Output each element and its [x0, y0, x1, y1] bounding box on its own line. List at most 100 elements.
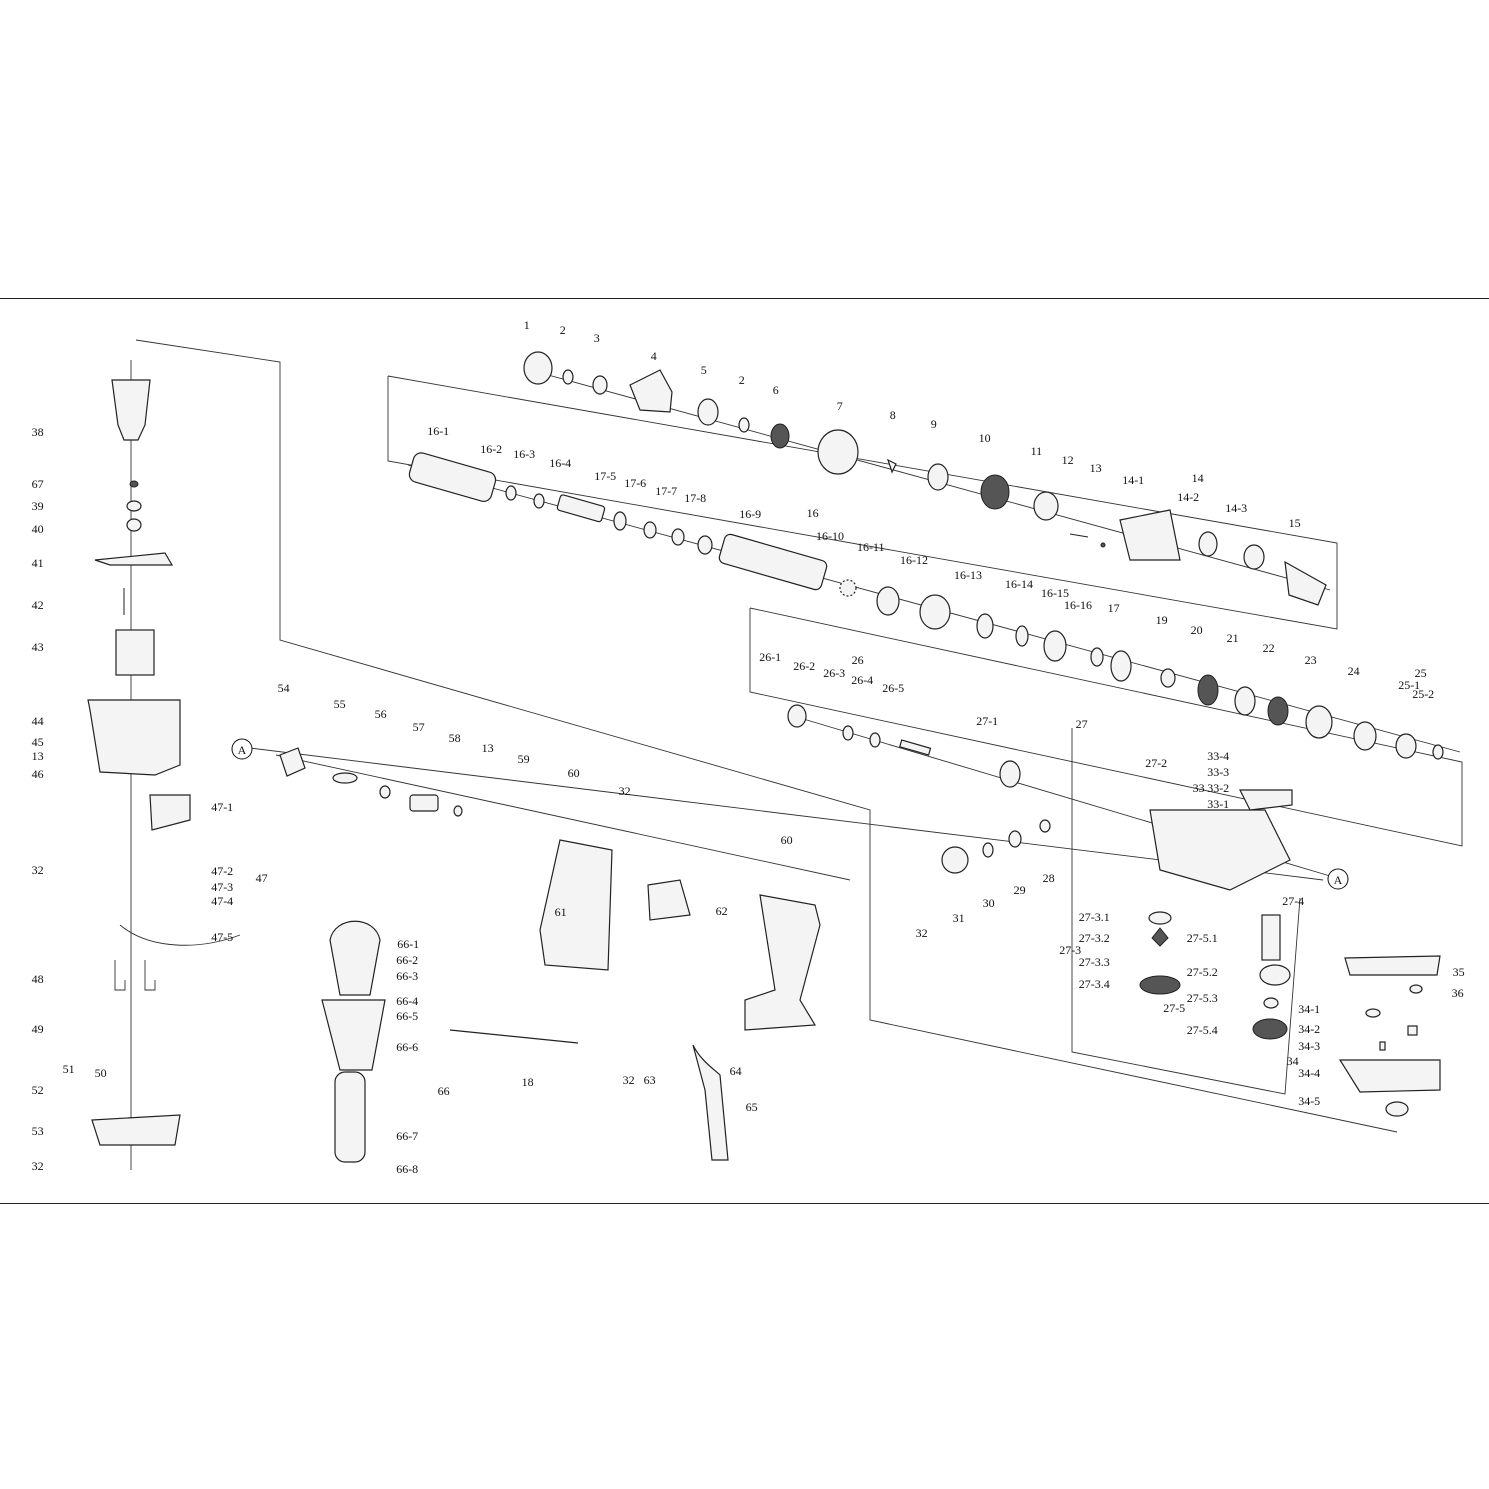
part-label: 14: [1192, 471, 1204, 485]
part-label: 8: [890, 408, 896, 422]
part-43-stator-icon: [115, 629, 155, 676]
part-label: 67: [32, 477, 44, 491]
part-label: 57: [413, 720, 425, 734]
part-label: 47-4: [211, 894, 233, 908]
part-label: 6: [773, 383, 779, 397]
part-label: 66-3: [396, 969, 418, 983]
part-label: 26-1: [759, 650, 781, 664]
callout-a-left: A: [238, 743, 247, 757]
part-label: 47-2: [211, 864, 233, 878]
part-label: 32: [619, 784, 631, 798]
part-label: 1: [524, 318, 530, 332]
part-label: 13: [32, 749, 44, 763]
part-label: 61: [555, 905, 567, 919]
part-label: 20: [1191, 623, 1203, 637]
part-label: 26-3: [823, 666, 845, 680]
part-label: 27-3.2: [1079, 931, 1110, 945]
part-label: 33: [1193, 781, 1205, 795]
part-label: 64: [730, 1064, 742, 1078]
part-label: 42: [32, 598, 44, 612]
part-label: 26-2: [793, 659, 815, 673]
callout-a-right: A: [1334, 873, 1343, 887]
part-44-housing-icon: [87, 699, 181, 776]
callout-markers: A A: [231, 738, 1349, 890]
part-66-aux-handle-clamp-icon: [329, 920, 381, 996]
part-38-armature-icon: [111, 379, 151, 441]
part-label: 33-1: [1207, 797, 1229, 811]
part-label: 35: [1453, 965, 1465, 979]
part-label: 16-14: [1005, 577, 1033, 591]
part-label: 17: [1108, 601, 1120, 615]
part-label: 16-12: [900, 553, 928, 567]
part-label: 66-8: [396, 1162, 418, 1176]
part-label: 34-3: [1298, 1039, 1320, 1053]
part-label: 4: [651, 349, 657, 363]
part-label: 66-6: [396, 1040, 418, 1054]
part-label: 58: [449, 731, 461, 745]
part-label: 16-9: [739, 507, 761, 521]
part-label: 25: [1415, 666, 1427, 680]
part-27-2-gearbox-icon: [1149, 809, 1291, 891]
part-label: 16-1: [427, 424, 449, 438]
part-label: 16-10: [816, 529, 844, 543]
part-label: 34-4: [1298, 1066, 1320, 1080]
part-label: 9: [931, 417, 937, 431]
part-label: 16-3: [513, 447, 535, 461]
part-66-7-grip-icon: [334, 1071, 366, 1163]
part-label: 51: [63, 1062, 75, 1076]
part-label: 27-1: [976, 714, 998, 728]
part-label: 34: [1287, 1054, 1299, 1068]
part-label: 13: [482, 741, 494, 755]
part-14-1-icon: [1119, 509, 1181, 561]
part-label: 31: [953, 911, 965, 925]
part-label: 17-8: [684, 491, 706, 505]
part-34-4-cover-icon: [1338, 1059, 1441, 1093]
part-label: 32: [32, 863, 44, 877]
part-label: 18: [522, 1075, 534, 1089]
assembly-axes: [130, 360, 1461, 1170]
part-label: 62: [716, 904, 728, 918]
part-label: 26-4: [851, 673, 873, 687]
part-label: 39: [32, 499, 44, 513]
part-label: 34-5: [1298, 1094, 1320, 1108]
part-label: 47-3: [211, 880, 233, 894]
part-label: 10: [979, 431, 991, 445]
part-label: 27-5.2: [1187, 965, 1218, 979]
part-label: 7: [837, 399, 843, 413]
part-label: 17-5: [594, 469, 616, 483]
part-label: 2: [560, 323, 566, 337]
part-label: 29: [1014, 883, 1026, 897]
part-label: 17-7: [655, 484, 677, 498]
part-label: 59: [518, 752, 530, 766]
part-label: 48: [32, 972, 44, 986]
part-label: 26-5: [882, 681, 904, 695]
part-label: 27-5.1: [1187, 931, 1218, 945]
part-label: 12: [1062, 453, 1074, 467]
part-label: 53: [32, 1124, 44, 1138]
part-label: 66-5: [396, 1009, 418, 1023]
part-label: 23: [1305, 653, 1317, 667]
part-label: 27-3.4: [1079, 977, 1110, 991]
part-label: 47-1: [211, 800, 233, 814]
part-label: 45: [32, 735, 44, 749]
part-label: 33-4: [1207, 749, 1229, 763]
part-60-handle-right-icon: [744, 894, 821, 1031]
part-label: 52: [32, 1083, 44, 1097]
part-label: 49: [32, 1022, 44, 1036]
part-label: 66-2: [396, 953, 418, 967]
part-label: 27-5.3: [1187, 991, 1218, 1005]
part-label: 34-2: [1298, 1022, 1320, 1036]
part-label: 44: [32, 714, 44, 728]
part-label: 60: [568, 766, 580, 780]
part-label: 25-2: [1412, 687, 1434, 701]
part-label: 30: [983, 896, 995, 910]
part-60-handle-left-icon: [539, 839, 613, 971]
part-54-icon: [279, 747, 306, 777]
part-label: 47-5: [211, 930, 233, 944]
part-label: 17-6: [624, 476, 646, 490]
part-label: 50: [95, 1066, 107, 1080]
group-outlines: [135, 339, 1463, 1133]
part-label: 27-2: [1145, 756, 1167, 770]
